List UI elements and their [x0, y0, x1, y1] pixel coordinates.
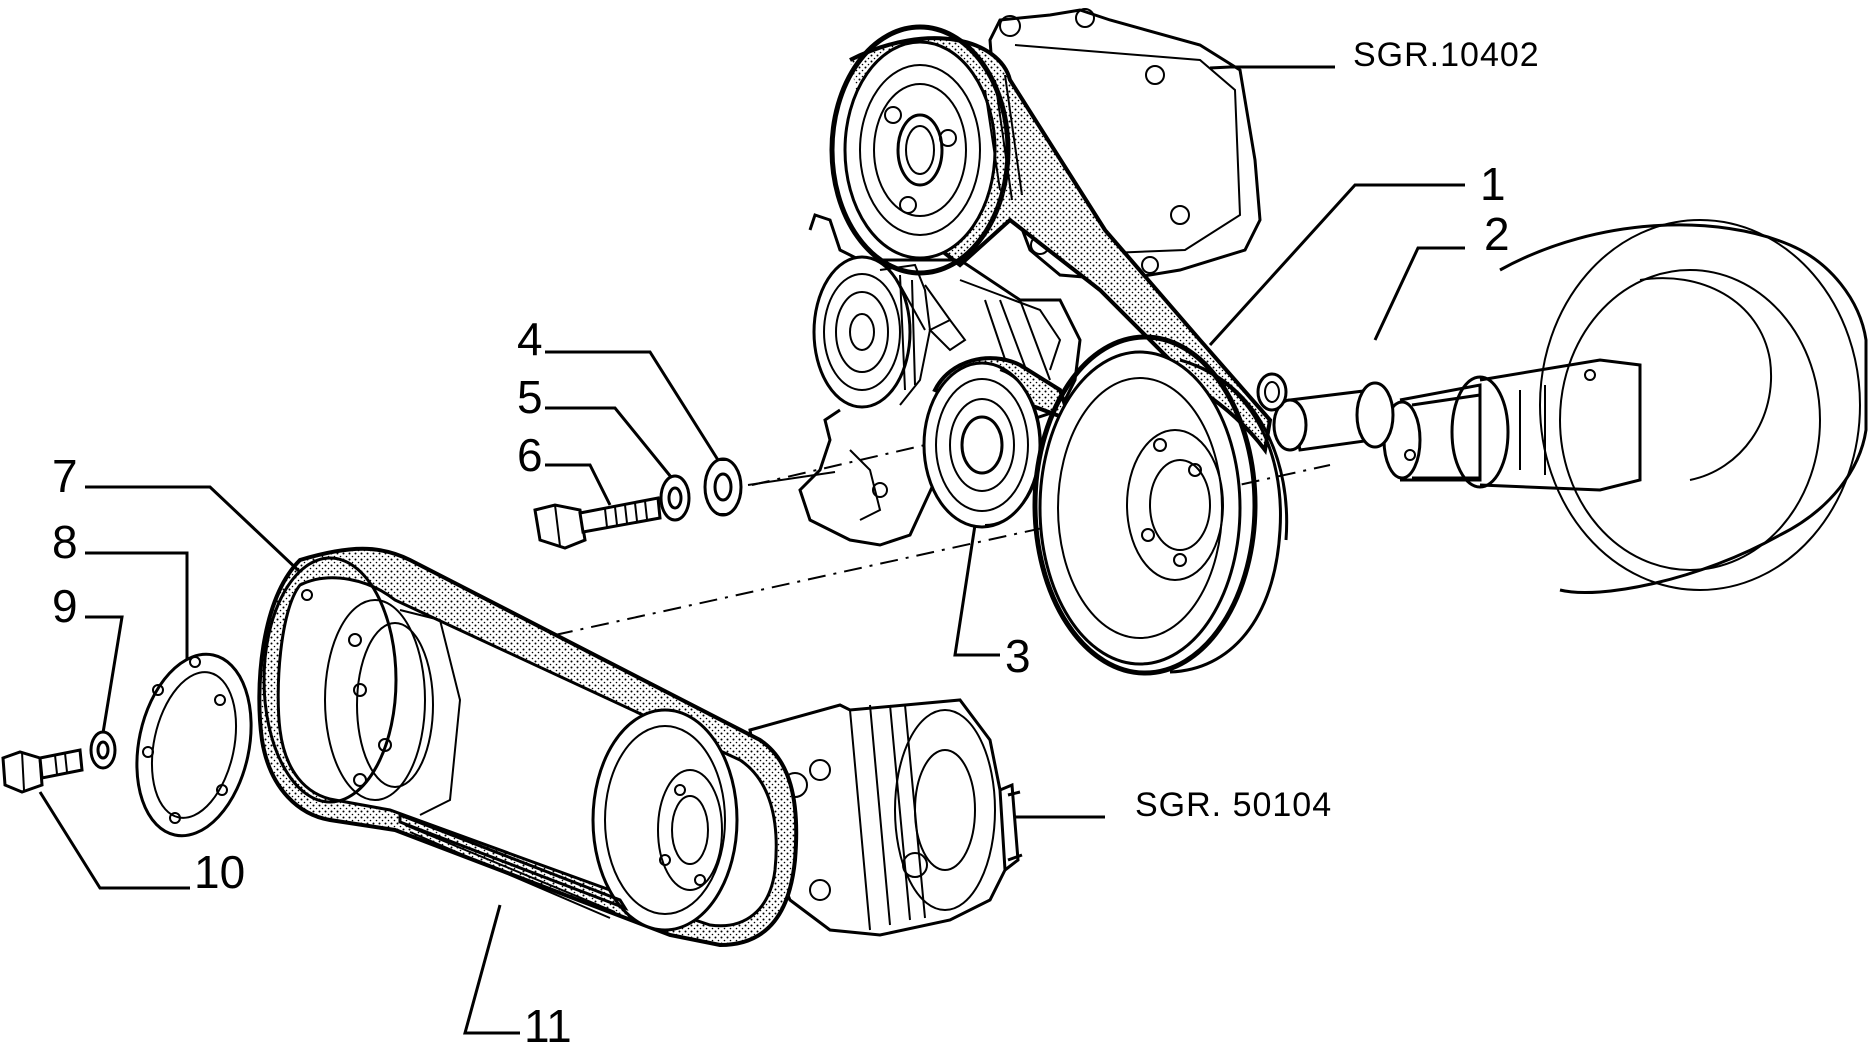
callout-4: 4 [517, 313, 543, 365]
washer-part-4 [703, 457, 743, 517]
washer-part-9 [89, 730, 117, 770]
axis-stub [747, 471, 836, 486]
bush-part-2 [1256, 372, 1395, 452]
callout-3: 3 [1005, 630, 1031, 682]
ac-compressor [748, 698, 1023, 937]
callout-6: 6 [517, 429, 543, 481]
callout-2: 2 [1484, 208, 1510, 260]
leader-lines [38, 65, 1465, 1035]
callout-9: 9 [52, 580, 78, 632]
small-pulley [812, 255, 932, 409]
upper-pulley [829, 24, 1273, 455]
callout-11: 11 [524, 1000, 572, 1047]
reference-lower: SGR. 50104 [1135, 786, 1332, 824]
axis-line [554, 464, 1331, 636]
reference-upper: SGR.10402 [1353, 36, 1540, 74]
cover-plate-part-8 [135, 652, 253, 838]
crank-pulley-part-1 [1032, 334, 1289, 676]
compressor-pulley [591, 708, 739, 932]
bolt-part-10 [1, 748, 84, 794]
callout-1: 1 [1480, 158, 1506, 210]
callout-10: 10 [194, 846, 245, 898]
bolt-part-6 [533, 496, 662, 550]
callout-8: 8 [52, 516, 78, 568]
tensioner-axis-line [751, 429, 991, 486]
callout-labels: 1 2 3 4 5 6 7 8 9 10 11 SGR.10402 SGR. 5… [52, 36, 1540, 1047]
washer-part-5 [659, 474, 691, 522]
tensioner-pulley-part-3 [922, 356, 1074, 529]
callout-5: 5 [517, 371, 543, 423]
crankshaft [1382, 219, 1868, 594]
callout-7: 7 [52, 450, 78, 502]
belt-part-11-ribs [398, 812, 629, 919]
